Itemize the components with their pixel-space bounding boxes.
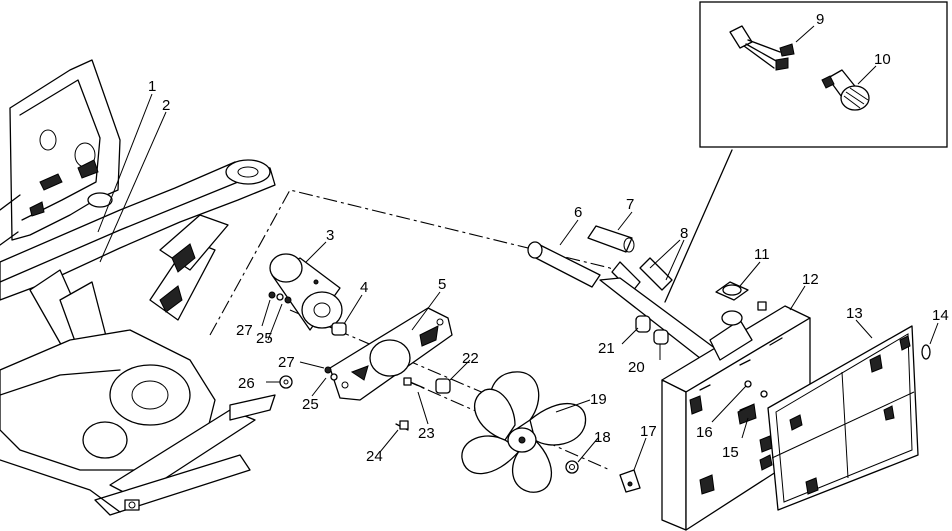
callout-24: 24: [366, 448, 383, 465]
callout-5: 5: [438, 276, 446, 293]
vehicle-frame: [0, 59, 276, 516]
callout-27-upper: 27: [236, 322, 253, 339]
callout-14: 14: [932, 307, 949, 324]
callout-labels: 1 2 3 4 5 6 7 8 9 10 11 12 13 14 15 16 1…: [148, 11, 949, 465]
callout-22: 22: [462, 350, 479, 367]
spacer-4: [331, 322, 347, 336]
callout-7: 7: [626, 196, 634, 213]
radiator-cap: [715, 281, 749, 301]
radiator-screen: [759, 325, 919, 511]
mounting-plate: [329, 307, 453, 401]
radiator: [661, 301, 811, 531]
callout-10: 10: [874, 51, 891, 68]
callout-1: 1: [148, 78, 156, 95]
callout-17: 17: [640, 423, 657, 440]
fan-blade: [461, 371, 587, 493]
callout-8: 8: [680, 225, 688, 242]
fan-motor: [269, 253, 343, 331]
callout-19: 19: [590, 391, 607, 408]
callout-21: 21: [598, 340, 615, 357]
hose-clamps: [635, 315, 669, 345]
callout-11: 11: [754, 246, 770, 263]
temperature-switch: [821, 69, 870, 111]
callout-3: 3: [326, 227, 334, 244]
callout-4: 4: [360, 279, 368, 296]
bracket-15: [737, 403, 757, 425]
o-ring: [921, 344, 931, 360]
callout-15: 15: [722, 444, 739, 461]
callout-20: 20: [628, 359, 645, 376]
hoses: [527, 225, 721, 363]
callout-2: 2: [162, 97, 170, 114]
callout-12: 12: [802, 271, 819, 288]
inset-box: [664, 1, 948, 303]
callout-6: 6: [574, 204, 582, 221]
wire-connector: [729, 25, 795, 71]
callout-23: 23: [418, 425, 435, 442]
callout-16: 16: [696, 424, 713, 441]
callout-26: 26: [238, 375, 255, 392]
callout-9: 9: [816, 11, 824, 28]
fasteners: [268, 291, 641, 493]
callout-18: 18: [594, 429, 611, 446]
leader-lines: [97, 25, 939, 471]
callout-25-lower: 25: [302, 396, 319, 413]
spacer-22: [435, 378, 451, 394]
callout-13: 13: [846, 305, 863, 322]
callout-27-lower: 27: [278, 354, 295, 371]
callout-25-upper: 25: [256, 330, 273, 347]
screw-16: [744, 380, 768, 398]
